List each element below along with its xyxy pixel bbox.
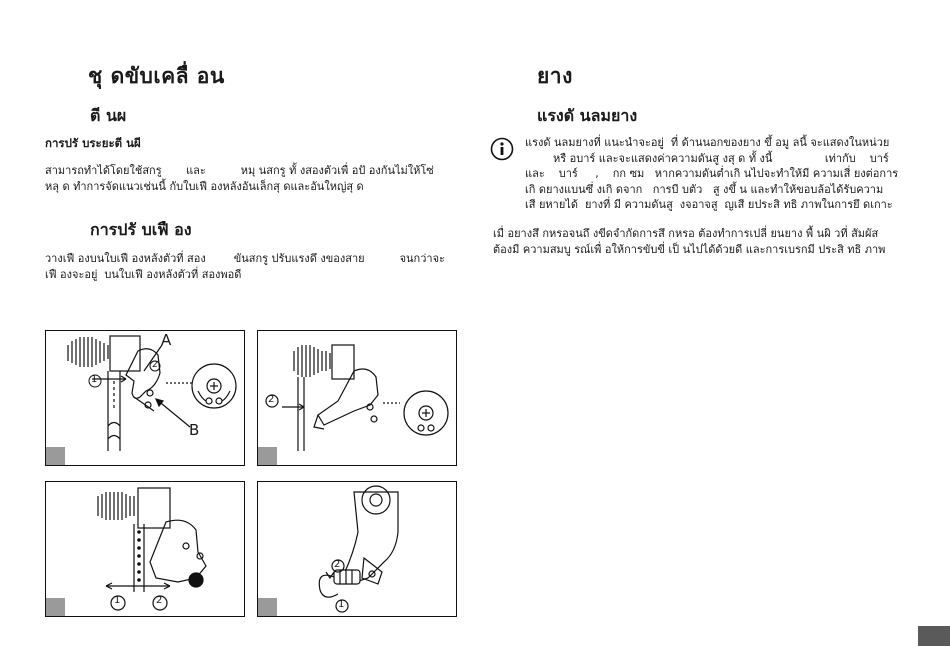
callout-1: 1: [114, 595, 121, 606]
screw-detail-illustration: [403, 390, 449, 436]
figure-limit-screw-2: 2: [257, 330, 457, 466]
barrel-adjuster-illustration: [318, 569, 361, 598]
callout-1: 1: [91, 374, 98, 385]
figure-barrel-adjuster: 2 1: [257, 481, 457, 617]
cassette-illustration: [97, 487, 171, 529]
figure-corner-marker: [258, 447, 277, 465]
right-page-title: ยาง: [537, 64, 573, 88]
figure-corner-marker: [46, 598, 65, 616]
derailleur-illustration: [149, 519, 207, 588]
rear-derailleur-heading: ตี นผ: [90, 106, 127, 125]
tire-pressure-heading: แรงดั นลมยาง: [537, 106, 638, 125]
info-icon: [490, 137, 514, 161]
derailleur-illustration: [125, 348, 161, 412]
page-tab-marker: [918, 626, 950, 646]
cassette-illustration: [67, 335, 141, 372]
screw-detail-illustration: [191, 363, 237, 409]
left-page-title: ชุ ดขับเคลื่ อน: [88, 64, 225, 88]
derailleur-illustration: [343, 485, 399, 585]
chain-illustration: [107, 371, 121, 451]
callout-1: 1: [338, 599, 345, 610]
chain-illustration: [297, 377, 305, 451]
figure-gear-adjust: 1 2: [45, 481, 245, 617]
label-b: B: [189, 421, 200, 439]
callout-2: 2: [152, 360, 158, 370]
tire-wear-text: เมื่ อยางสึ กหรอจนถึ งขีดจำกัดการสึ กหรอ…: [493, 227, 886, 256]
chain-illustration: [133, 524, 145, 592]
limit-adjust-heading: การปรั บระยะตี นผี: [45, 136, 141, 150]
limit-adjust-text: สามารถทำได้โดยใช้สกรู และ หมุ นสกรู ทั้ …: [45, 164, 434, 193]
tire-pressure-note: แรงดั นลมยางที่ แนะนำจะอยู่ ที่ ด้านนอกข…: [525, 136, 899, 211]
gear-adjust-text: วางเฟื องบนใบเฟื องหลังตัวที่ สอง ขันสกร…: [45, 252, 445, 281]
callout-2: 2: [156, 595, 163, 606]
cassette-illustration: [293, 344, 355, 380]
figure-corner-marker: [46, 447, 65, 465]
callout-2: 2: [334, 559, 341, 570]
derailleur-illustration: [313, 368, 379, 430]
figure-limit-screws: A B 1 2: [45, 330, 245, 466]
gear-adjust-heading: การปรั บเฟื อง: [90, 220, 192, 239]
label-a: A: [161, 331, 172, 349]
callout-2: 2: [268, 394, 275, 405]
figure-corner-marker: [258, 598, 277, 616]
